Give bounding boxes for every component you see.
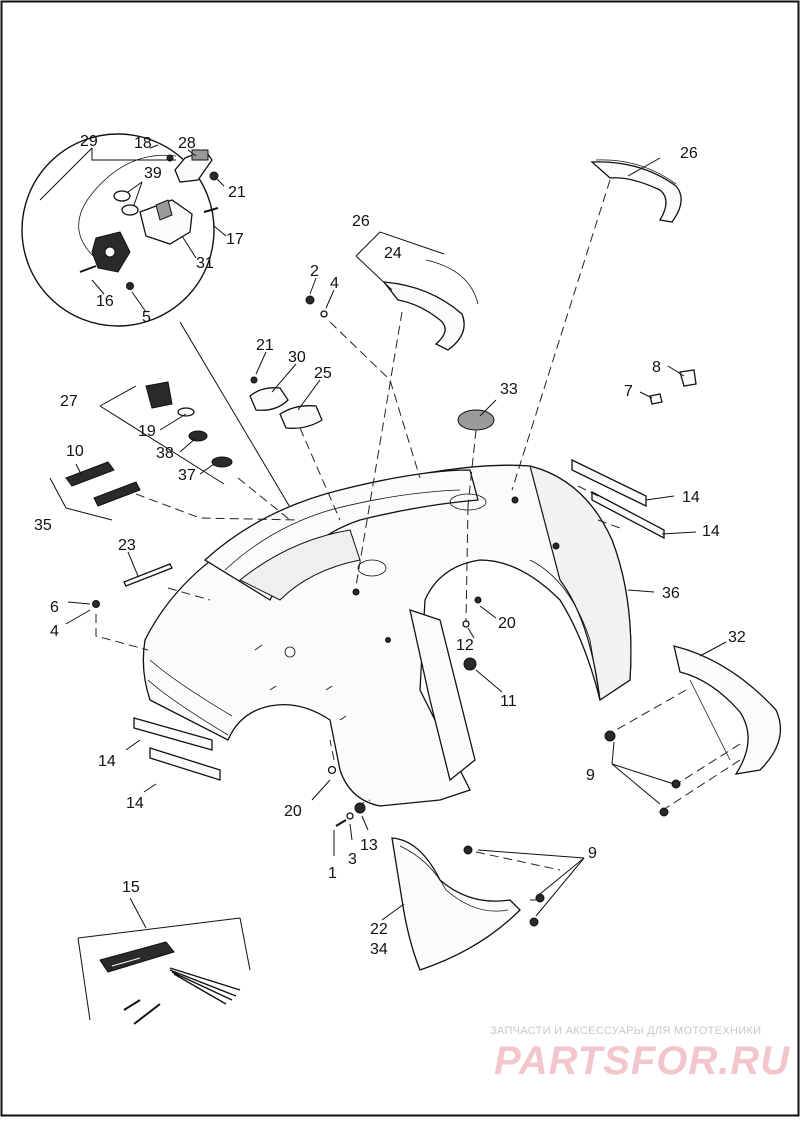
gasket-30 (249, 387, 289, 411)
callout-27: 27 (60, 393, 78, 410)
callout-9: 9 (586, 767, 595, 784)
callout-25: 25 (314, 365, 332, 382)
callout-4-left: 4 (50, 623, 59, 640)
trim-strip-23 (123, 563, 173, 587)
callout-20: 20 (498, 615, 516, 632)
callout-labels: 29 18 28 39 21 17 31 16 5 26 26 24 2 4 2… (34, 133, 746, 958)
clip-part-7 (649, 393, 663, 405)
callout-16: 16 (96, 293, 114, 310)
callout-14-d: 14 (126, 795, 144, 812)
callout-3: 3 (348, 851, 357, 868)
light-lens-upper-right (590, 159, 682, 223)
callout-24: 24 (384, 245, 402, 262)
assembly-dashed-lines (95, 179, 741, 901)
callout-26-lens: 26 (352, 213, 370, 230)
callout-1: 1 (328, 865, 337, 882)
callout-14-c: 14 (98, 753, 116, 770)
callout-39: 39 (144, 165, 162, 182)
callout-23: 23 (118, 537, 136, 554)
lock-cylinder-assembly (145, 381, 233, 468)
callout-34: 34 (370, 941, 388, 958)
callout-6: 6 (50, 599, 59, 616)
clip-part-8 (679, 369, 697, 387)
lower-cover (391, 837, 521, 971)
callout-15: 15 (122, 879, 140, 896)
callout-33: 33 (500, 381, 518, 398)
callout-22: 22 (370, 921, 388, 938)
callout-38: 38 (156, 445, 174, 462)
callout-4: 4 (330, 275, 339, 292)
watermark: ЗАПЧАСТИ И АКСЕССУАРЫ ДЛЯ МОТОТЕХНИКИ PA… (490, 1025, 790, 1083)
callout-8: 8 (652, 359, 661, 376)
watermark-brand: PARTSFOR.RU (494, 1039, 790, 1083)
callout-2: 2 (310, 263, 319, 280)
callout-35: 35 (34, 517, 52, 534)
watermark-tagline: ЗАПЧАСТИ И АКСЕССУАРЫ ДЛЯ МОТОТЕХНИКИ (490, 1025, 761, 1037)
callout-5: 5 (142, 309, 151, 326)
latch-detail-inset (21, 133, 219, 327)
emblem-part (457, 409, 495, 431)
callout-11: 11 (500, 693, 517, 710)
callout-21-main: 21 (256, 337, 274, 354)
fasteners (92, 295, 681, 927)
tool-kit (99, 941, 241, 1025)
callout-13: 13 (360, 837, 378, 854)
callout-28: 28 (178, 135, 196, 152)
callout-31: 31 (196, 255, 214, 272)
callout-9-lower: 9 (588, 845, 597, 862)
callout-7: 7 (624, 383, 633, 400)
callout-14-a: 14 (682, 489, 700, 506)
callout-20-lower: 20 (284, 803, 302, 820)
reflector-pads (65, 461, 141, 507)
callout-37: 37 (178, 467, 196, 484)
tape-strips (133, 458, 665, 781)
callout-14-b: 14 (702, 523, 720, 540)
callout-10: 10 (66, 443, 84, 460)
callout-19: 19 (138, 423, 156, 440)
callout-21: 21 (228, 184, 246, 201)
light-lens-center (382, 259, 479, 351)
rear-fender-assembly (142, 464, 632, 807)
leader-lines (49, 157, 727, 1021)
callout-18: 18 (134, 135, 152, 152)
callout-29: 29 (80, 133, 98, 150)
callout-32: 32 (728, 629, 746, 646)
callout-36: 36 (662, 585, 680, 602)
gasket-25 (279, 405, 323, 429)
callout-26: 26 (680, 145, 698, 162)
callout-17: 17 (226, 231, 244, 248)
callout-12: 12 (456, 637, 474, 654)
side-cover-right (673, 645, 782, 775)
callout-30: 30 (288, 349, 306, 366)
